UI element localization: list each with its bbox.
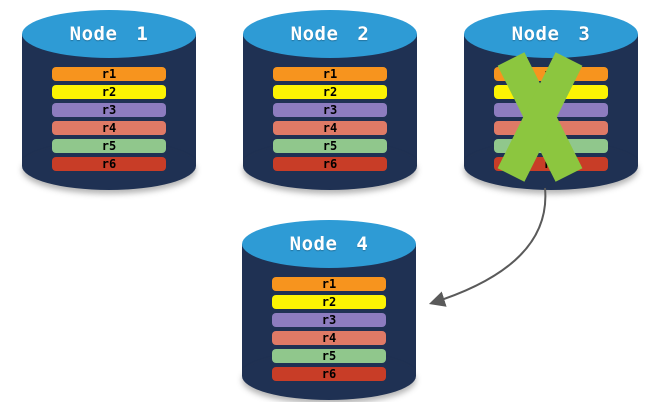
node-4-label: Node 4 — [289, 233, 369, 255]
node-3-label: Node 3 — [511, 23, 591, 45]
replica-label: r1 — [101, 67, 117, 81]
replica-label: r3 — [321, 313, 337, 327]
replica-bar-r2: r2 — [273, 85, 387, 99]
replica-label: r5 — [322, 139, 338, 153]
node-2-cap: Node 2 — [243, 10, 417, 58]
replica-label: r6 — [101, 157, 117, 171]
replica-label: r4 — [101, 121, 117, 135]
replica-bar-r5: r5 — [52, 139, 166, 153]
node-2-label: Node 2 — [290, 23, 370, 45]
replica-bar-r4: r4 — [273, 121, 387, 135]
replica-bar-r3: r3 — [52, 103, 166, 117]
replica-bar-r1: r1 — [52, 67, 166, 81]
x-mark-icon — [497, 52, 583, 182]
node-1-label: Node 1 — [69, 23, 149, 45]
replica-label: r3 — [101, 103, 117, 117]
node-2: Node 2 r1 r2 r3 r4 r5 r6 — [243, 10, 417, 190]
replica-label: r4 — [321, 331, 337, 345]
replica-bar-r5: r5 — [273, 139, 387, 153]
node-1-cap: Node 1 — [22, 10, 196, 58]
replica-label: r4 — [322, 121, 338, 135]
replica-label: r5 — [321, 349, 337, 363]
replica-bar-r6: r6 — [273, 157, 387, 171]
replica-label: r6 — [321, 367, 337, 381]
replica-label: r2 — [321, 295, 337, 309]
node-4: Node 4 r1 r2 r3 r4 r5 r6 — [242, 220, 416, 400]
replica-label: r6 — [322, 157, 338, 171]
node-2-replicas: r1 r2 r3 r4 r5 r6 — [273, 67, 387, 175]
replica-bar-r2: r2 — [52, 85, 166, 99]
replica-label: r2 — [322, 85, 338, 99]
replica-bar-r6: r6 — [52, 157, 166, 171]
replica-label: r1 — [321, 277, 337, 291]
node-4-cap: Node 4 — [242, 220, 416, 268]
node-4-replicas: r1 r2 r3 r4 r5 r6 — [272, 277, 386, 385]
replica-bar-r1: r1 — [273, 67, 387, 81]
replica-bar-r3: r3 — [273, 103, 387, 117]
replica-label: r1 — [322, 67, 338, 81]
node-1: Node 1 r1 r2 r3 r4 r5 r6 — [22, 10, 196, 190]
replica-bar-r5: r5 — [272, 349, 386, 363]
replica-bar-r3: r3 — [272, 313, 386, 327]
replica-label: r3 — [322, 103, 338, 117]
replica-bar-r2: r2 — [272, 295, 386, 309]
replica-bar-r4: r4 — [272, 331, 386, 345]
replica-bar-r1: r1 — [272, 277, 386, 291]
replica-label: r2 — [101, 85, 117, 99]
node-3-cap: Node 3 — [464, 10, 638, 58]
replica-label: r5 — [101, 139, 117, 153]
replica-bar-r4: r4 — [52, 121, 166, 135]
replica-bar-r6: r6 — [272, 367, 386, 381]
node-1-replicas: r1 r2 r3 r4 r5 r6 — [52, 67, 166, 175]
